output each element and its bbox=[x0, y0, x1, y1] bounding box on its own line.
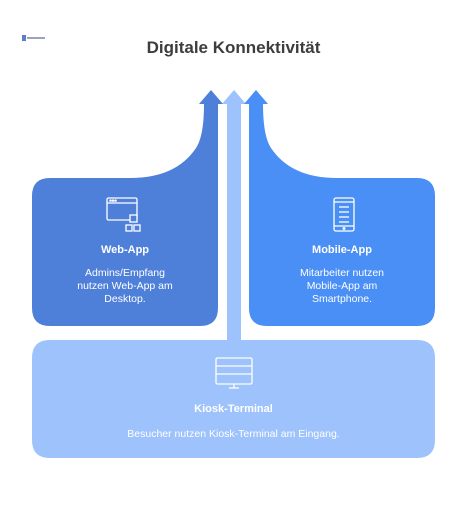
kiosk-terminal-icon bbox=[215, 357, 253, 396]
kiosk-description: Besucher nutzen Kiosk-Terminal am Eingan… bbox=[127, 428, 340, 440]
page-title: Digitale Konnektivität bbox=[146, 38, 321, 57]
kiosk-arrow bbox=[222, 90, 246, 340]
desktop-app-icon bbox=[106, 197, 142, 240]
mobile-app-description: Mitarbeiter nutzen Mobile-App am Smartph… bbox=[299, 267, 385, 305]
web-app-title: Web-App bbox=[100, 244, 150, 256]
web-app-description: Admins/Empfang nutzen Web-App am Desktop… bbox=[77, 267, 173, 305]
kiosk-title: Kiosk-Terminal bbox=[194, 403, 273, 415]
logo bbox=[22, 29, 46, 41]
web-app-card-shape bbox=[32, 90, 223, 326]
smartphone-icon bbox=[332, 197, 356, 238]
mobile-app-card-shape bbox=[244, 90, 435, 326]
kiosk-card-shape bbox=[32, 340, 435, 458]
mobile-app-title: Mobile-App bbox=[312, 244, 372, 256]
